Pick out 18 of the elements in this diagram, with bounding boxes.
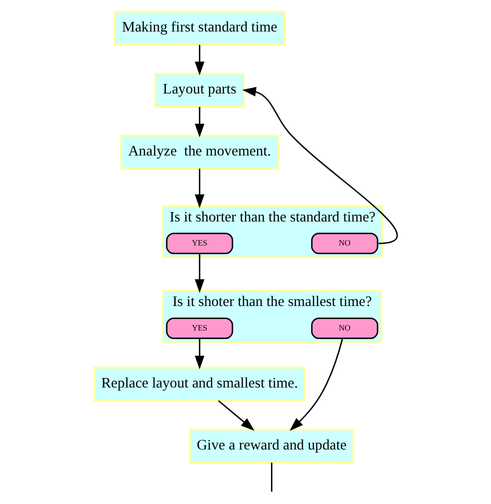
node-box: Analyze the movement. [120,134,278,170]
arrow [218,400,254,431]
node-box: Making first standard time [113,10,285,46]
arrow [194,338,204,370]
node-box: Replace layout and smallest time. [93,366,305,402]
arrow [194,168,204,208]
arrow [289,338,343,431]
arrow [242,86,397,244]
arrow [194,106,204,138]
arrow [194,44,204,76]
connector [270,462,272,492]
node-box: YES [166,318,233,340]
node-box: NO [310,232,378,254]
node-box: Layout parts [154,72,244,108]
node-box: YES [166,232,233,254]
node-box: NO [310,318,378,340]
arrow [194,254,204,293]
node-box: Give a reward and update [188,428,354,464]
